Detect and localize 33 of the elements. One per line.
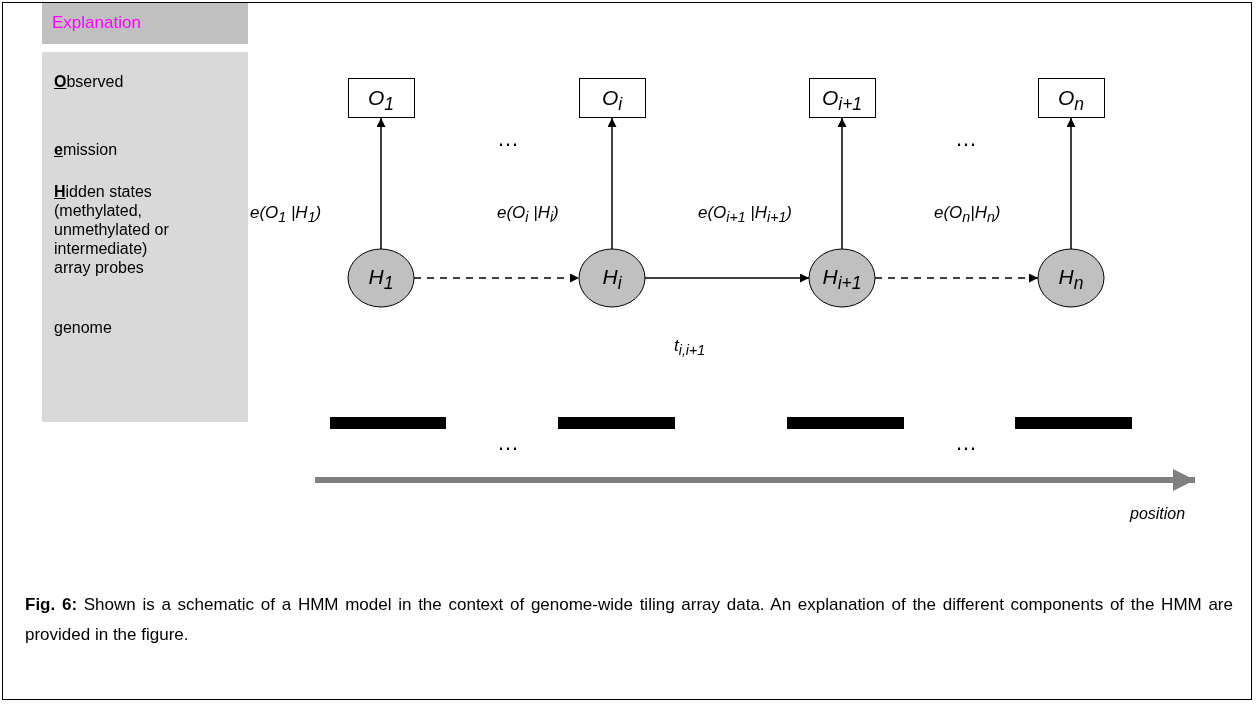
- explanation-text: Hidden states (methylated, unmethylated or intermediate): [54, 182, 170, 258]
- observed-box: O$_{i}$: [578, 78, 646, 118]
- hidden-state-circle: [808, 248, 876, 308]
- state-label: H$_{i}$: [601, 265, 623, 295]
- observed-box: O$_{n}$: [1037, 78, 1105, 118]
- arrow: [874, 273, 1039, 283]
- figure-caption: Fig. 6: Shown is a schematic of a HMM model in the context of genome-wide tiling array data. An explanation of the different components of the HMM are provided in the figure.: [25, 594, 1233, 646]
- ellipsis: …: [955, 126, 977, 152]
- axis-label: position: [1130, 505, 1186, 523]
- hidden-state-circle: [578, 248, 646, 308]
- arrow: [644, 273, 810, 283]
- ellipsis: …: [497, 126, 519, 152]
- ellipsis: …: [955, 430, 977, 456]
- state-label: H$_{n}$: [1057, 265, 1085, 295]
- explanation-text: genome: [54, 318, 113, 337]
- observed-box: O$_{i+1}$: [808, 78, 876, 118]
- explanation-text: array probes: [54, 258, 145, 277]
- arrow: [376, 117, 386, 250]
- arrow: [1066, 117, 1076, 250]
- state-label: H$_{i+1}$: [821, 265, 863, 295]
- arrow: [607, 117, 617, 250]
- explanation-text: emission: [54, 140, 119, 159]
- explanation-text: Observed: [54, 72, 125, 91]
- ellipsis: …: [497, 430, 519, 456]
- arrow: [413, 273, 580, 283]
- hidden-state-circle: [1037, 248, 1105, 308]
- observed-box: O$_{1}$: [347, 78, 415, 118]
- header-text: Explanation: [52, 13, 141, 33]
- state-label: H$_{1}$: [367, 265, 395, 295]
- hidden-state-circle: [347, 248, 415, 308]
- header-box: [42, 3, 248, 44]
- explanation-panel: [42, 52, 248, 422]
- arrow: [837, 117, 847, 250]
